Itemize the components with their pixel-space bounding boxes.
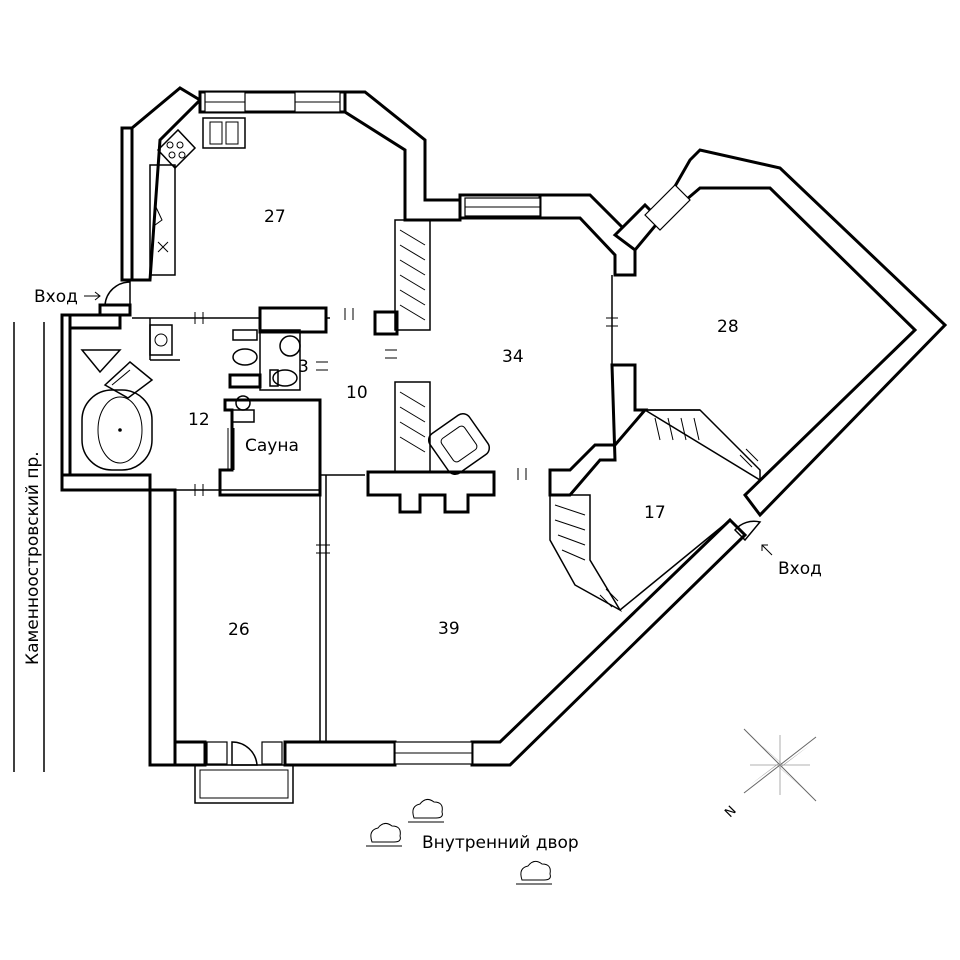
- toilet-icon: [231, 329, 301, 423]
- room-34-label: 34: [502, 347, 524, 367]
- tree-icon: [366, 822, 402, 847]
- balcony-door[interactable]: [231, 741, 258, 766]
- compass-north-label: N: [722, 803, 739, 820]
- room-12-label: 12: [188, 410, 210, 430]
- courtyard: Внутренний двор: [366, 798, 579, 885]
- room-17-label: 17: [644, 503, 666, 523]
- sink-bath-icon: [149, 324, 173, 356]
- entry-right-label: Вход: [778, 559, 822, 579]
- windows: [204, 91, 691, 765]
- room-39-label: 39: [438, 619, 460, 639]
- sink-icon: [202, 117, 246, 149]
- chair-icon: [427, 412, 491, 476]
- entry-left: Вход: [34, 287, 101, 307]
- room-10-label: 10: [346, 383, 368, 403]
- shower-icon: [80, 349, 154, 399]
- compass-icon: N: [722, 728, 817, 821]
- kitchen-counter: [149, 164, 176, 276]
- room-26-label: 26: [228, 620, 250, 640]
- wardrobe-hatch: [399, 229, 700, 561]
- entry-door-left[interactable]: [104, 281, 131, 306]
- room-sauna-label: Сауна: [245, 436, 299, 456]
- room-3-label: 3: [298, 357, 309, 377]
- door-marks: [194, 308, 759, 608]
- street: Каменноостровский пр.: [13, 322, 45, 772]
- arrow-icon: [761, 544, 773, 556]
- bathtub-icon: [81, 389, 153, 471]
- stove-icon: [156, 128, 197, 170]
- tree-icon: [408, 798, 444, 823]
- entry-left-label: Вход: [34, 287, 78, 307]
- entry-right: Вход: [761, 544, 822, 579]
- street-name: Каменноостровский пр.: [23, 451, 43, 665]
- balcony: [194, 764, 294, 804]
- entry-door-right[interactable]: [733, 520, 762, 542]
- tree-icon: [516, 860, 552, 885]
- interior-walls: [132, 219, 761, 742]
- room-27-label: 27: [264, 207, 286, 227]
- room-labels: 27 34 28 3 10 12 Сауна 17 26 39: [188, 207, 739, 640]
- room-28-label: 28: [717, 317, 739, 337]
- courtyard-label: Внутренний двор: [422, 833, 579, 853]
